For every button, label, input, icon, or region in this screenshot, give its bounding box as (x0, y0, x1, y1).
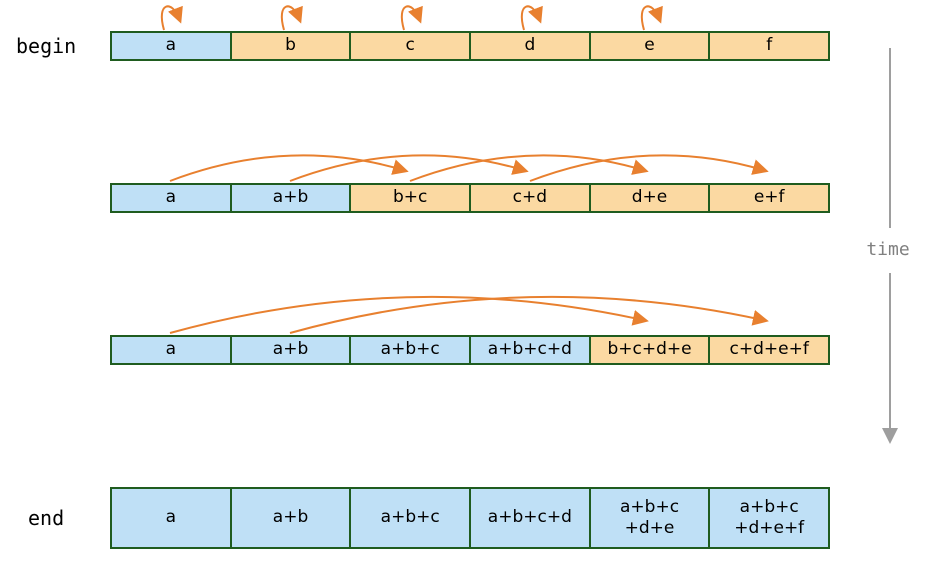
array-cell: d+e (588, 183, 711, 213)
array-row-end: a a+b a+b+c a+b+c+d a+b+c +d+e a+b+c +d+… (110, 487, 831, 549)
array-cell: f (708, 31, 831, 61)
array-cell: a (110, 335, 232, 365)
array-cell: a+b+c+d (469, 487, 591, 549)
cell-label: a (165, 507, 177, 528)
dependency-arrow (169, 154, 409, 182)
cell-label: b+c (392, 187, 428, 208)
dependency-arrow (289, 295, 769, 334)
array-row-step1: a a+b b+c c+d d+e e+f (110, 183, 831, 213)
dependency-arrow (400, 5, 423, 31)
cell-label: a+b+c +d+e+f (734, 496, 805, 538)
cell-label: d+e (631, 187, 668, 208)
stride-1-arrows (160, 5, 663, 31)
array-cell: c+d (469, 183, 591, 213)
cell-label: c+d+e+f (729, 339, 809, 360)
array-cell: a+b (229, 335, 352, 365)
array-cell: b+c (349, 183, 472, 213)
array-row-begin: a b c d e f (110, 31, 831, 61)
stride-4-arrows (169, 295, 769, 334)
cell-label: a+b+c+d (487, 339, 572, 360)
cell-label: e (644, 35, 655, 56)
dependency-arrow (280, 5, 303, 31)
array-cell: b+c+d+e (588, 335, 711, 365)
cell-label: e+f (753, 187, 785, 208)
cell-label: a+b+c +d+e (620, 496, 680, 538)
cell-label: a+b+c (380, 339, 440, 360)
array-cell: a+b+c+d (469, 335, 591, 365)
array-cell: a+b+c (349, 335, 472, 365)
array-cell: e (588, 31, 711, 61)
dependency-arrow (520, 5, 543, 31)
cell-label: a (165, 339, 177, 360)
cell-label: a (165, 187, 177, 208)
cell-label: b+c+d+e (607, 339, 692, 360)
stride-2-arrows (169, 154, 769, 182)
cell-label: a+b+c+d (487, 507, 572, 528)
cell-label: b (285, 35, 296, 56)
cell-label: c+d (512, 187, 548, 208)
dependency-arrow (289, 154, 529, 182)
dependency-arrow (169, 295, 649, 334)
array-cell: e+f (708, 183, 831, 213)
array-cell: a (110, 31, 232, 61)
array-cell: a (110, 183, 232, 213)
cell-label: a+b+c (380, 507, 440, 528)
array-cell: a+b+c +d+e+f (708, 487, 831, 549)
array-cell: b (229, 31, 352, 61)
array-row-step2: a a+b a+b+c a+b+c+d b+c+d+e c+d+e+f (110, 335, 831, 365)
array-cell: c (349, 31, 472, 61)
array-cell: a (110, 487, 232, 549)
cell-label: a+b (272, 187, 309, 208)
time-label: time (866, 239, 910, 260)
array-cell: a+b+c +d+e (588, 487, 711, 549)
cell-label: f (766, 35, 773, 56)
dependency-arrow (160, 5, 183, 31)
array-cell: a+b (229, 183, 352, 213)
dependency-arrow (529, 154, 769, 182)
cell-label: c (405, 35, 415, 56)
cell-label: a+b (272, 339, 309, 360)
cell-label: a+b (272, 507, 309, 528)
array-cell: d (469, 31, 591, 61)
begin-label: begin (16, 34, 77, 58)
end-label: end (28, 506, 65, 530)
array-cell: a+b (229, 487, 352, 549)
dependency-arrow (640, 5, 663, 31)
dependency-arrow (409, 154, 649, 182)
cell-label: d (524, 35, 536, 56)
cell-label: a (165, 35, 177, 56)
array-cell: c+d+e+f (708, 335, 831, 365)
array-cell: a+b+c (349, 487, 472, 549)
